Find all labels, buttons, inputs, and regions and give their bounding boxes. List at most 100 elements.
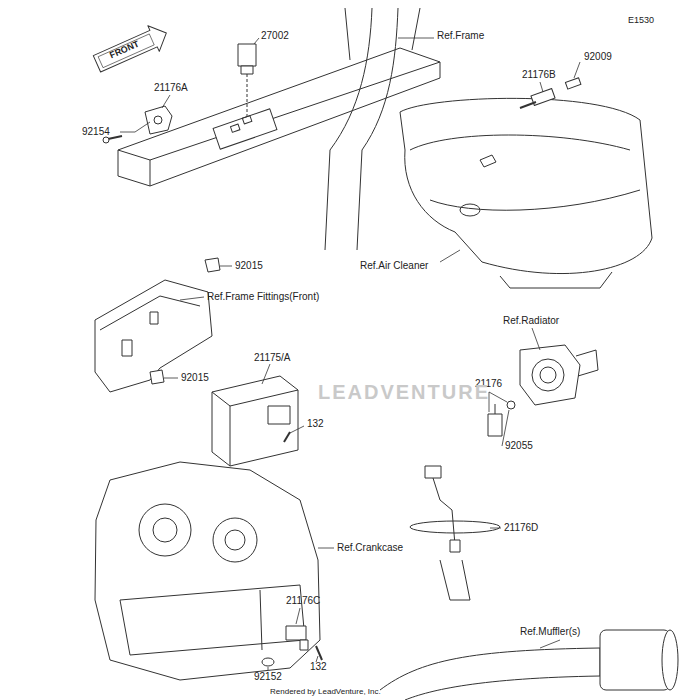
- frame-fittings-shape: [100, 296, 200, 330]
- callout-number: 92055: [505, 440, 533, 452]
- relay-part-shape: [241, 66, 253, 74]
- sensor-part-shape: [154, 116, 162, 124]
- reference-label: Ref.Crankcase: [337, 542, 403, 554]
- leader-lines-shape: [318, 548, 334, 549]
- front-arrow-shape: [91, 20, 172, 76]
- radiator-housing-shape: [507, 401, 515, 409]
- callout-number: 132: [307, 418, 324, 430]
- radiator-housing-shape: [520, 345, 580, 405]
- leader-lines-shape: [164, 378, 178, 379]
- radiator-housing: [488, 345, 598, 436]
- muffler-shape: [380, 648, 600, 700]
- air-cleaner: [400, 98, 652, 288]
- oxygen-sensor-shape: [433, 478, 455, 545]
- leader-lines-shape: [489, 392, 507, 402]
- frame-fittings-shape: [205, 258, 220, 272]
- reference-label: Ref.Muffler(s): [520, 626, 580, 638]
- frame-beam-shape: [230, 124, 240, 132]
- front-arrow-shape: [98, 34, 154, 68]
- frame-fittings-shape: [95, 280, 212, 392]
- callout-number: 27002: [261, 30, 289, 42]
- sensor-part-shape: [145, 106, 172, 134]
- frame-tubes-shape: [325, 8, 372, 250]
- frame-fittings-shape: [150, 370, 164, 384]
- frame-beam-shape: [150, 160, 151, 186]
- frame-beam-shape: [213, 109, 277, 149]
- sensor-part: [520, 78, 581, 108]
- callout-number: 92015: [181, 372, 209, 384]
- callout-number: 21176C: [286, 595, 320, 607]
- leader-lines-shape: [120, 132, 135, 133]
- frame-beam-shape: [150, 62, 440, 160]
- callout-number: 92154: [82, 126, 110, 138]
- air-cleaner-shape: [480, 155, 496, 167]
- muffler-shape: [662, 630, 678, 690]
- frame-tubes-shape: [412, 8, 420, 50]
- front-arrow: [91, 20, 172, 76]
- muffler-shape: [600, 630, 670, 690]
- relay-part-shape: [238, 44, 256, 66]
- muffler-shape: [440, 560, 470, 600]
- callout-number: 92015: [235, 260, 263, 272]
- crankcase-shape: [213, 518, 257, 562]
- oxygen-sensor: [410, 466, 500, 552]
- leader-lines-shape: [540, 640, 560, 648]
- ecu-box: [212, 376, 298, 466]
- frame-fittings-shape: [122, 340, 132, 356]
- callout-number: 21176D: [504, 522, 538, 534]
- leader-lines-shape: [398, 38, 434, 39]
- callout-number: 21175/A: [254, 352, 291, 364]
- leader-lines: [120, 38, 580, 670]
- crankcase-shape: [95, 462, 320, 680]
- leader-lines-shape: [254, 38, 259, 44]
- sensor-part-shape: [565, 78, 581, 89]
- leader-lines-shape: [440, 250, 460, 262]
- ecu-box-shape: [212, 390, 298, 406]
- sensor-part: [262, 626, 322, 666]
- ecu-box-shape: [212, 376, 298, 466]
- credit-text: Rendered by LeadVenture, Inc.: [270, 687, 381, 697]
- callout-number: 21176A: [154, 82, 188, 94]
- crankcase-shape: [260, 590, 262, 650]
- callout-number: 132: [310, 661, 327, 673]
- radiator-housing-shape: [488, 414, 502, 436]
- frame-tubes-shape: [357, 8, 398, 250]
- muffler: [380, 560, 678, 700]
- callout-number: 21176B: [522, 69, 556, 81]
- relay-part-shape: [247, 74, 248, 118]
- crankcase-shape: [225, 530, 245, 550]
- callout-number: 92009: [584, 51, 612, 63]
- sensor-part-shape: [520, 102, 536, 108]
- reference-label: Ref.Frame Fittings(Front): [207, 291, 319, 303]
- ecu-box-shape: [230, 406, 231, 466]
- watermark: LEADVENTURE: [318, 380, 490, 404]
- leader-lines-shape: [490, 528, 501, 529]
- sensor-part-shape: [108, 136, 122, 139]
- frame-tubes-shape: [345, 8, 350, 60]
- ecu-box-shape: [268, 406, 290, 424]
- radiator-housing-shape: [540, 367, 556, 383]
- air-cleaner-shape: [460, 204, 480, 216]
- leader-lines-shape: [532, 328, 540, 350]
- frame-beam-shape: [118, 48, 440, 186]
- oxygen-sensor-shape: [450, 540, 460, 552]
- leader-lines-shape: [268, 667, 269, 670]
- leader-lines-shape: [135, 122, 150, 132]
- frame-fittings: [95, 258, 220, 392]
- sensor-part-shape: [262, 658, 274, 666]
- sensor-part-shape: [286, 626, 306, 640]
- leader-lines-shape: [162, 95, 170, 108]
- oxygen-sensor-shape: [410, 521, 500, 533]
- radiator-housing-shape: [495, 404, 496, 414]
- leader-lines-shape: [540, 82, 543, 92]
- reference-label: Ref.Air Cleaner: [360, 260, 428, 272]
- air-cleaner-shape: [400, 98, 652, 273]
- leader-lines-shape: [180, 297, 204, 300]
- frame-fittings-shape: [150, 312, 158, 324]
- sensor-part-shape: [316, 646, 322, 660]
- callout-number: 92152: [254, 671, 282, 683]
- leader-lines-shape: [290, 426, 304, 433]
